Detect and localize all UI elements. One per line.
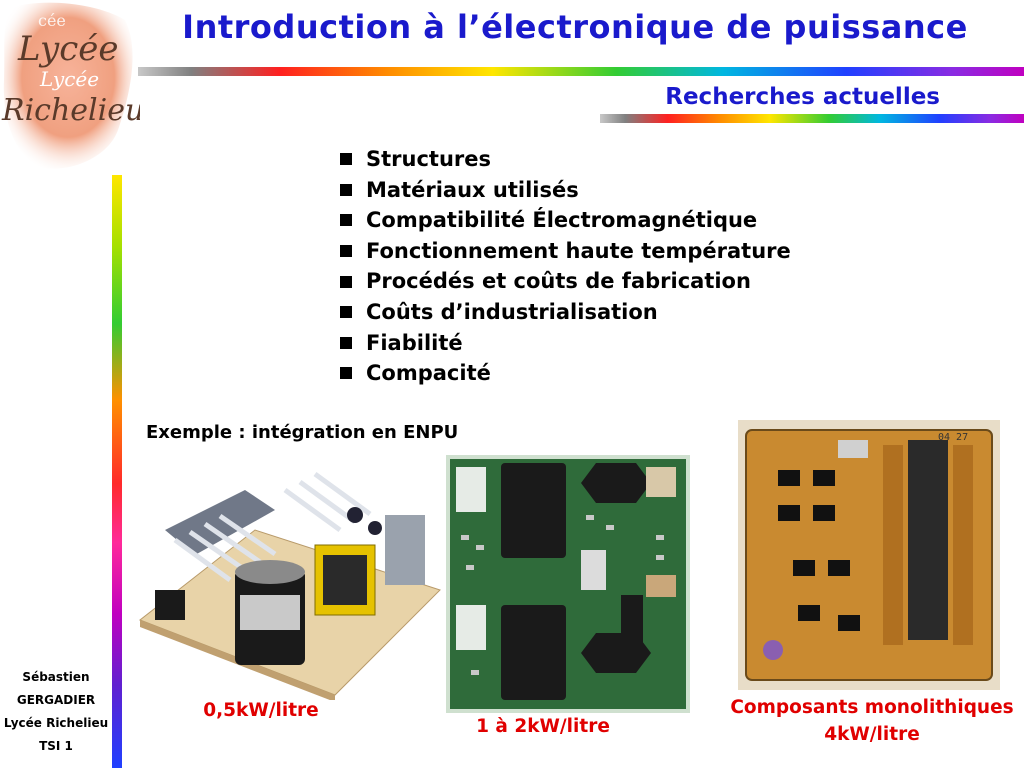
footer-class: TSI 1 (39, 739, 73, 753)
square-bullet-icon (340, 367, 352, 380)
list-item: Compatibilité Électromagnétique (340, 205, 791, 236)
slide-title: Introduction à l’électronique de puissan… (182, 8, 968, 46)
square-bullet-icon (340, 183, 352, 196)
square-bullet-icon (340, 214, 352, 227)
example-label: Exemple : intégration en ENPU (146, 422, 459, 443)
caption-monolithic-line1: Composants monolithiques (730, 697, 1014, 718)
list-item: Structures (340, 144, 791, 175)
title-rule (138, 67, 1024, 76)
slide-subtitle: Recherches actuelles (665, 84, 940, 110)
list-item: Coûts d’industrialisation (340, 297, 791, 328)
list-item: Matériaux utilisés (340, 175, 791, 206)
monolithic-board-photo: 04 27 (738, 420, 1000, 690)
footer-author-firstname: Sébastien (22, 670, 90, 684)
svg-text:Richelieu: Richelieu (1, 93, 140, 128)
square-bullet-icon (340, 275, 352, 288)
svg-text:cée: cée (38, 11, 66, 30)
caption-monolithic-line2: 4kW/litre (824, 724, 920, 745)
list-item: Compacité (340, 358, 791, 389)
bullet-list: Structures Matériaux utilisés Compatibil… (340, 144, 791, 389)
svg-text:04 27: 04 27 (938, 432, 968, 443)
footer-author-lastname: GERGADIER (16, 693, 96, 707)
caption-pcb-module: 1 à 2kW/litre (476, 716, 610, 737)
square-bullet-icon (340, 306, 352, 319)
power-supply-photo (138, 471, 441, 700)
footer-school: Lycée Richelieu (3, 716, 109, 730)
square-bullet-icon (340, 153, 352, 166)
list-item: Procédés et coûts de fabrication (340, 266, 791, 297)
svg-text:Lycée: Lycée (39, 67, 99, 91)
square-bullet-icon (340, 336, 352, 349)
svg-text:Lycée: Lycée (17, 29, 118, 69)
square-bullet-icon (340, 245, 352, 258)
list-item: Fiabilité (340, 328, 791, 359)
pcb-module-photo (446, 455, 690, 713)
caption-power-supply: 0,5kW/litre (203, 700, 319, 721)
list-item: Fonctionnement haute température (340, 236, 791, 267)
subtitle-rule (600, 114, 1024, 123)
side-rule (112, 175, 122, 768)
lycee-richelieu-logo: cée Lycée Lycée Richelieu (1, 2, 140, 169)
